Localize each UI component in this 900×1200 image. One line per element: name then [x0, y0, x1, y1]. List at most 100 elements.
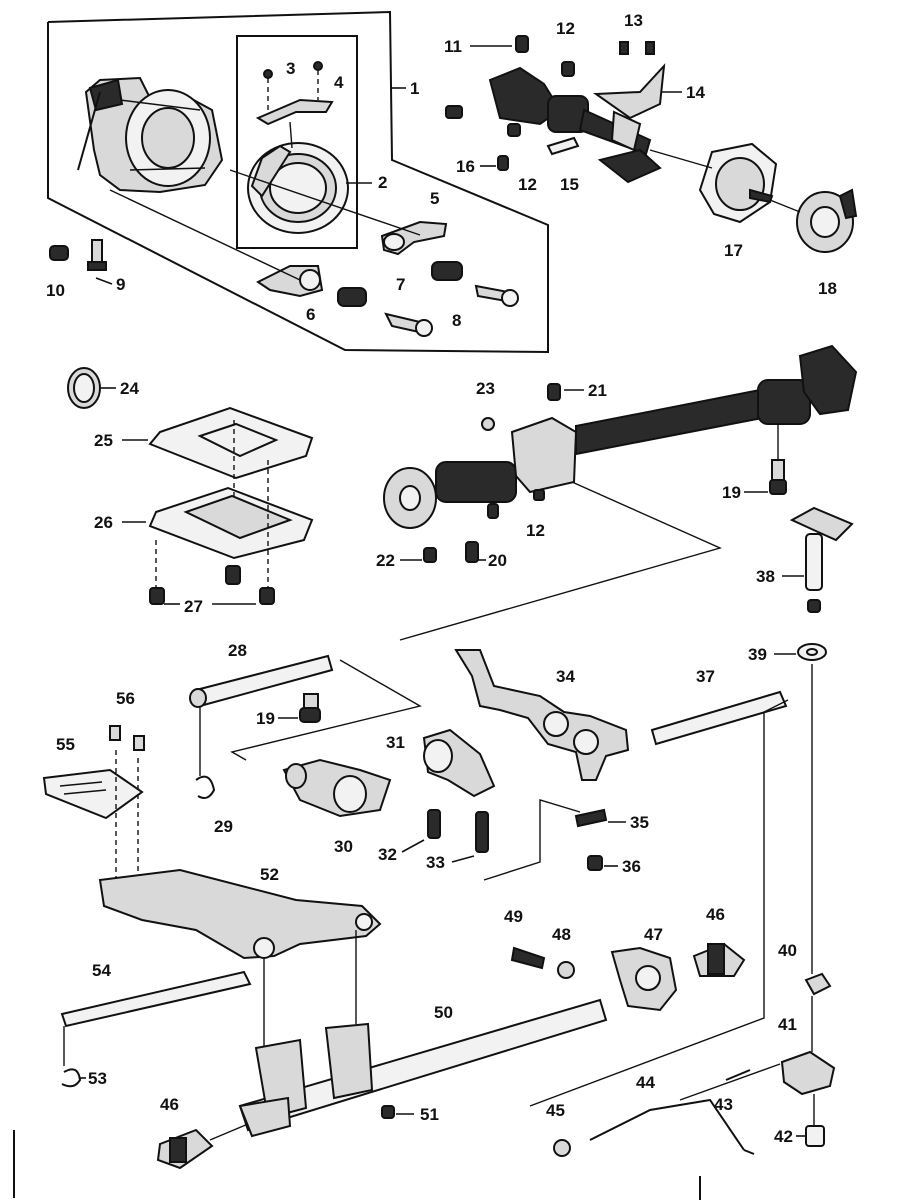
label-36: 36 [622, 857, 641, 876]
label-28: 28 [228, 641, 247, 660]
label-37: 37 [696, 667, 715, 686]
crank-47 [610, 946, 678, 1012]
label-12a: 12 [556, 19, 575, 38]
label-16: 16 [456, 157, 475, 176]
label-32: 32 [378, 845, 397, 864]
label-41: 41 [778, 1015, 797, 1034]
feed-bar-50 [238, 998, 608, 1138]
label-1: 1 [410, 79, 419, 98]
set-screw-10 [49, 245, 69, 261]
set-screw-extra [487, 503, 499, 519]
screws-8 [384, 284, 519, 337]
spring-20 [465, 541, 479, 563]
label-33: 33 [426, 853, 445, 872]
label-19b: 19 [256, 709, 275, 728]
set-screw-21 [547, 383, 561, 401]
cover-group [67, 367, 314, 605]
label-14: 14 [686, 83, 705, 102]
label-10: 10 [46, 281, 65, 300]
crank-30 [282, 758, 392, 818]
bobbin-ring [247, 142, 349, 234]
label-49: 49 [504, 907, 523, 926]
label-43: 43 [714, 1095, 733, 1114]
label-3: 3 [286, 59, 295, 78]
hook-shaft-group [445, 35, 858, 253]
label-20: 20 [488, 551, 507, 570]
lever-5 [380, 220, 448, 256]
nut-45 [553, 1139, 571, 1157]
label-13: 13 [624, 11, 643, 30]
nut-42 [805, 1125, 825, 1147]
screw-19a [769, 459, 787, 495]
hook-housing [84, 76, 224, 194]
screw-22b [423, 547, 437, 563]
label-48: 48 [552, 925, 571, 944]
label-23: 23 [476, 379, 495, 398]
set-screw-12c [533, 489, 545, 501]
label-29: 29 [214, 817, 233, 836]
label-42: 42 [774, 1127, 793, 1146]
nut-48 [557, 961, 575, 979]
crank-31 [422, 728, 496, 798]
label-12c: 12 [526, 521, 545, 540]
screw-51 [381, 1105, 395, 1119]
set-screw-12a [561, 61, 575, 77]
gear-22 [383, 467, 437, 529]
clip-29 [195, 775, 216, 799]
label-2: 2 [378, 173, 387, 192]
bushing-46b [692, 942, 746, 977]
screw-16 [497, 155, 509, 171]
screw-32 [427, 809, 441, 839]
rod-54 [60, 970, 252, 1028]
label-26: 26 [94, 513, 113, 532]
label-18: 18 [818, 279, 837, 298]
ring-24 [67, 367, 101, 409]
label-17: 17 [724, 241, 743, 260]
screw-43 [725, 1069, 751, 1081]
label-19a: 19 [722, 483, 741, 502]
assembly-outline [47, 10, 549, 354]
bushing-46a [156, 1128, 214, 1170]
label-9: 9 [116, 275, 125, 294]
label-6: 6 [306, 305, 315, 324]
screws-56 [109, 725, 145, 751]
label-51: 51 [420, 1105, 439, 1124]
label-35: 35 [630, 813, 649, 832]
label-15: 15 [560, 175, 579, 194]
label-54: 54 [92, 961, 111, 980]
insert-box [236, 35, 358, 249]
label-45: 45 [546, 1101, 565, 1120]
washer-39 [797, 643, 827, 661]
label-38: 38 [756, 567, 775, 586]
label-46a: 46 [160, 1095, 179, 1114]
label-40: 40 [778, 941, 797, 960]
gasket-25 [148, 406, 314, 480]
label-25: 25 [94, 431, 113, 450]
label-46b: 46 [706, 905, 725, 924]
label-24: 24 [120, 379, 139, 398]
spring-33 [475, 811, 489, 853]
plate-26 [148, 486, 314, 560]
rotating-hook-17 [698, 142, 778, 224]
retaining-plate [255, 98, 334, 149]
clip-35 [574, 808, 608, 828]
screw-19b [299, 693, 321, 723]
screws-27 [149, 565, 275, 605]
side-screw [445, 105, 463, 119]
part-labels: 1 2 3 4 5 6 7 8 9 10 11 12 12 12 13 14 1… [46, 11, 837, 1146]
label-11: 11 [444, 37, 462, 56]
main-shaft [435, 344, 858, 503]
shaft-28 [189, 654, 334, 708]
hook-13-14 [593, 41, 666, 184]
label-27: 27 [184, 597, 203, 616]
label-53: 53 [88, 1069, 107, 1088]
label-39: 39 [748, 645, 767, 664]
bobbin-case-18 [796, 188, 858, 253]
feed-dog-55 [42, 768, 144, 820]
ring-53 [61, 1068, 82, 1088]
label-22: 22 [376, 551, 395, 570]
label-7: 7 [396, 275, 405, 294]
screw-9 [87, 239, 107, 271]
set-screw-12b [507, 123, 521, 137]
